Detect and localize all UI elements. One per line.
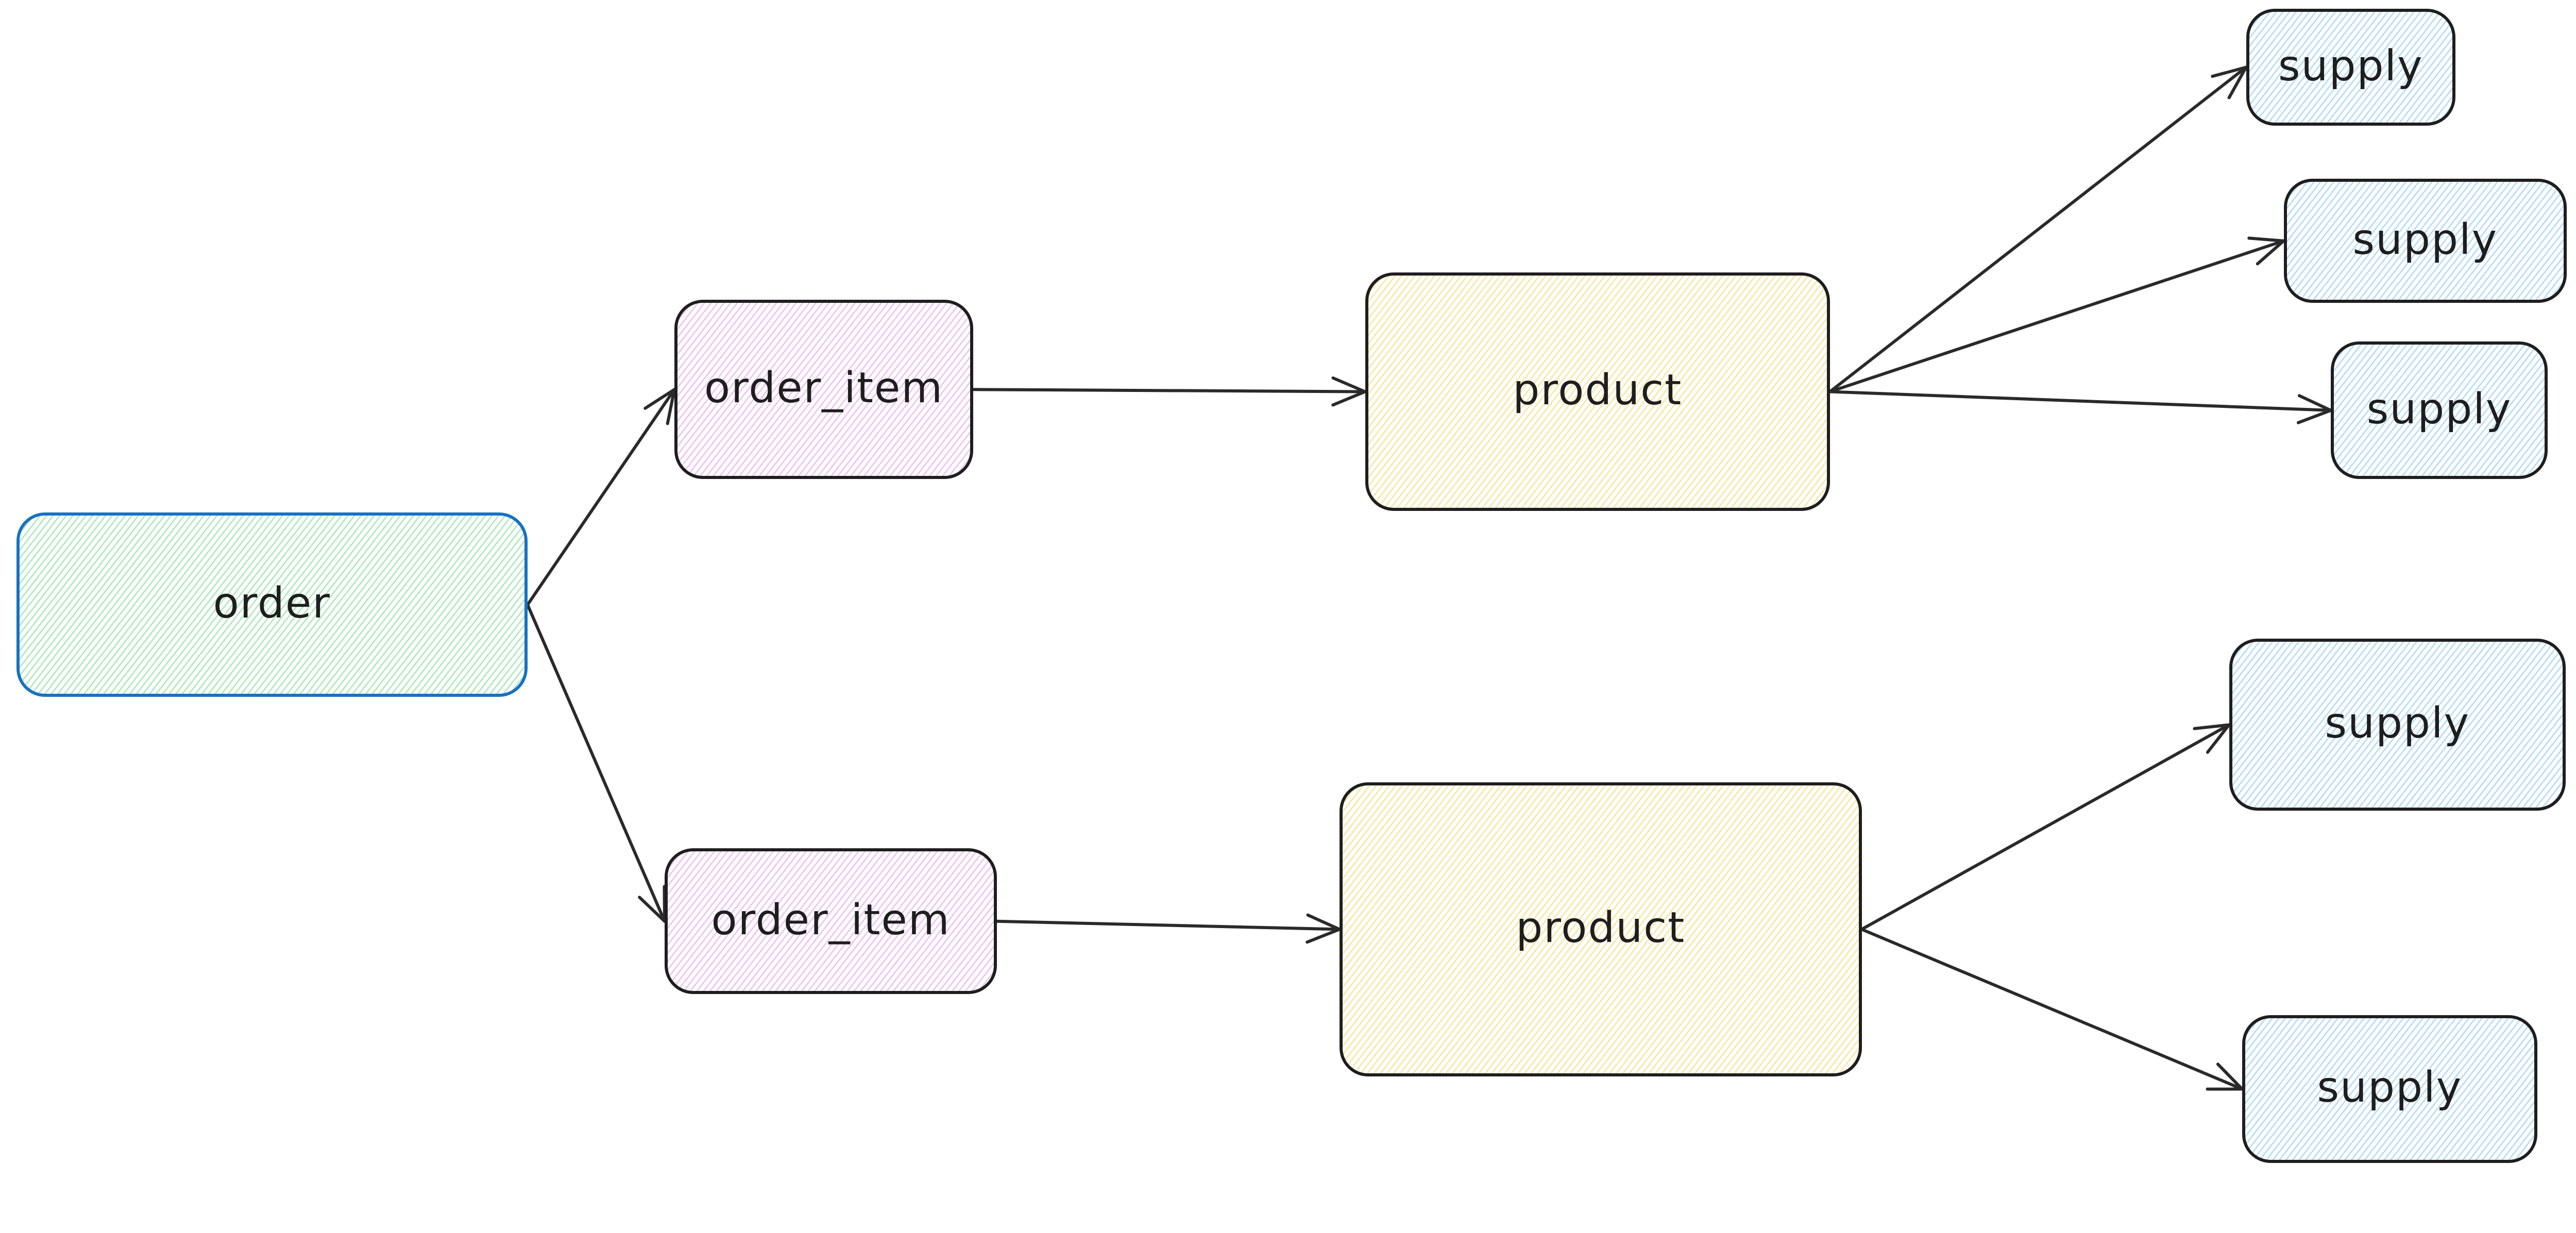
node-order-item-2-label: order_item [711, 895, 951, 945]
node-product-2[interactable]: product [1340, 782, 1862, 1076]
node-order-label: order [213, 579, 331, 628]
node-supply-4[interactable]: supply [2229, 639, 2566, 811]
node-product-2-label: product [1516, 903, 1686, 953]
node-order-item-1[interactable]: order_item [674, 300, 973, 480]
edge-order_item_2-to-product_2[interactable] [995, 913, 1341, 944]
node-product-1-label: product [1513, 366, 1683, 415]
node-supply-3[interactable]: supply [2331, 341, 2548, 480]
node-supply-4-label: supply [2325, 699, 2470, 748]
edge-order-to-order_item_2[interactable] [526, 603, 666, 923]
edge-order_item_1-to-product_1[interactable] [972, 376, 1367, 407]
node-product-1[interactable]: product [1365, 272, 1830, 511]
node-order-item-1-label: order_item [704, 364, 944, 413]
edge-product_1-to-supply_3[interactable] [1828, 390, 2332, 424]
edge-product_1-to-supply_1[interactable] [1828, 65, 2248, 393]
diagram-canvas: order order_item order_item product prod… [16, 9, 2567, 1163]
edge-product_2-to-supply_5[interactable] [1860, 928, 2244, 1091]
node-supply-2-label: supply [2352, 215, 2498, 264]
node-supply-2[interactable]: supply [2283, 179, 2567, 303]
edge-order-to-order_item_1[interactable] [526, 388, 676, 607]
node-order[interactable]: order [16, 512, 528, 697]
node-supply-3-label: supply [2366, 384, 2512, 434]
edge-product_1-to-supply_2[interactable] [1828, 236, 2285, 393]
node-supply-1-label: supply [2278, 41, 2424, 91]
node-supply-1[interactable]: supply [2246, 9, 2455, 126]
node-supply-5-label: supply [2317, 1063, 2463, 1112]
edge-product_2-to-supply_4[interactable] [1860, 723, 2231, 931]
node-order-item-2[interactable]: order_item [665, 848, 997, 995]
node-supply-5[interactable]: supply [2242, 1015, 2537, 1163]
